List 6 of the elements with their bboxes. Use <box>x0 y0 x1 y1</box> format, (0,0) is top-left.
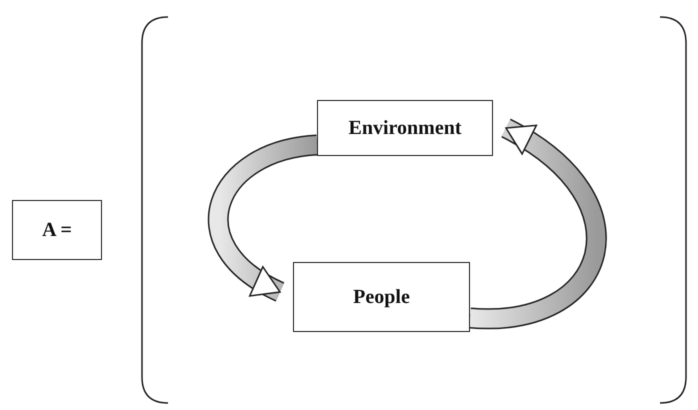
text-box <box>293 262 470 332</box>
box-label: People <box>353 286 410 308</box>
text-box <box>12 200 102 260</box>
box-label: Environment <box>348 116 462 140</box>
box-label: A = <box>42 218 72 242</box>
text-box <box>317 100 493 156</box>
